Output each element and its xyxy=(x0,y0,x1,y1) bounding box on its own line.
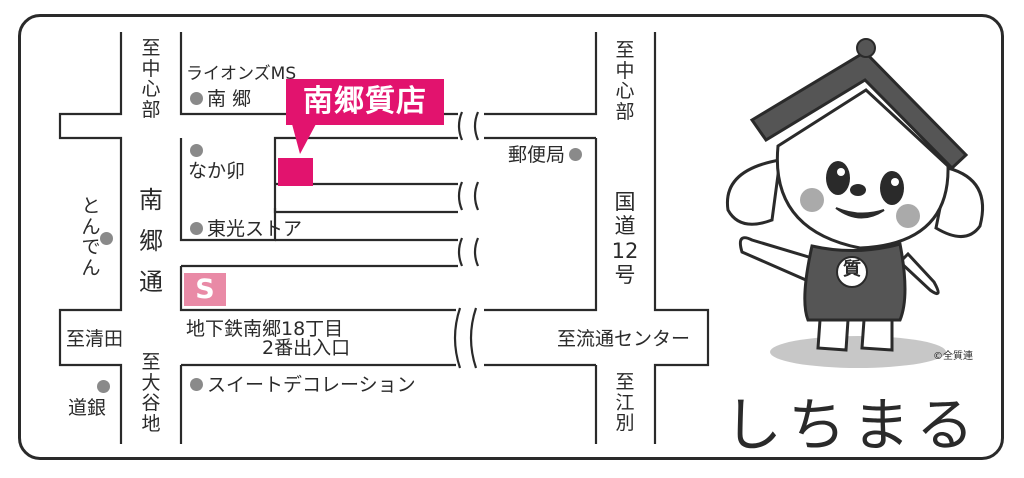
landmark-sweet: スイートデコレーション xyxy=(190,376,416,395)
shop-location-marker[interactable] xyxy=(278,158,313,186)
right-road-top-label: 至中心部 xyxy=(615,39,635,123)
landmark-nakau-label: なか卯 xyxy=(188,160,246,182)
break-mark xyxy=(457,111,480,141)
mascot-badge: 質 xyxy=(843,259,861,280)
west-direction-label: 至清田 xyxy=(66,328,124,350)
break-mark xyxy=(457,237,480,267)
landmark-post: 郵便局 xyxy=(508,146,583,165)
callout-pointer xyxy=(292,124,316,154)
landmark-dot-icon xyxy=(97,379,110,393)
landmark-dot-icon xyxy=(100,231,113,245)
main-road-label: 南郷通 xyxy=(139,186,163,296)
east-direction-label: 至流通センター xyxy=(557,328,691,350)
landmark-dot-icon xyxy=(190,377,203,391)
subway-symbol: S xyxy=(184,273,226,306)
landmark-lions-label: ライオンズMS xyxy=(186,64,297,84)
shop-name-callout: 南郷質店 xyxy=(286,79,444,125)
landmark-dot-icon xyxy=(569,147,583,161)
brand-name: しちまる xyxy=(724,391,981,459)
landmark-toko: 東光ストア xyxy=(190,220,302,239)
left-road-top-label: 至中心部 xyxy=(141,37,161,121)
subway-exit-label-2: 2番出入口 xyxy=(262,337,351,359)
landmark-dot-icon xyxy=(190,221,203,235)
landmark-tonden-label: とんでん xyxy=(81,195,101,279)
road-edge xyxy=(484,138,598,312)
break-mark xyxy=(453,307,478,369)
road-edge xyxy=(179,266,456,312)
landmark-dot-icon xyxy=(190,143,203,157)
break-mark xyxy=(457,181,480,211)
road-edge xyxy=(484,32,598,116)
subway-exit-label-1: 地下鉄南郷18丁目 xyxy=(186,318,344,340)
left-road-bottom-label: 至大谷地 xyxy=(141,351,161,435)
right-road-bottom-label: 至江別 xyxy=(615,371,635,435)
road-edge xyxy=(58,32,123,444)
landmark-doginn-label: 道銀 xyxy=(68,397,107,419)
landmark-doginn-dot xyxy=(97,378,114,397)
landmark-lions: 南 郷 xyxy=(190,90,251,109)
mascot xyxy=(725,38,985,368)
landmark-tonden-dot xyxy=(100,230,117,249)
copyright-text: ©全質連 xyxy=(933,351,973,362)
road-edge xyxy=(273,208,458,214)
road-edge xyxy=(653,32,710,444)
map-frame xyxy=(18,14,1004,460)
landmark-dot-icon xyxy=(190,91,203,105)
landmark-nakau xyxy=(190,142,207,161)
